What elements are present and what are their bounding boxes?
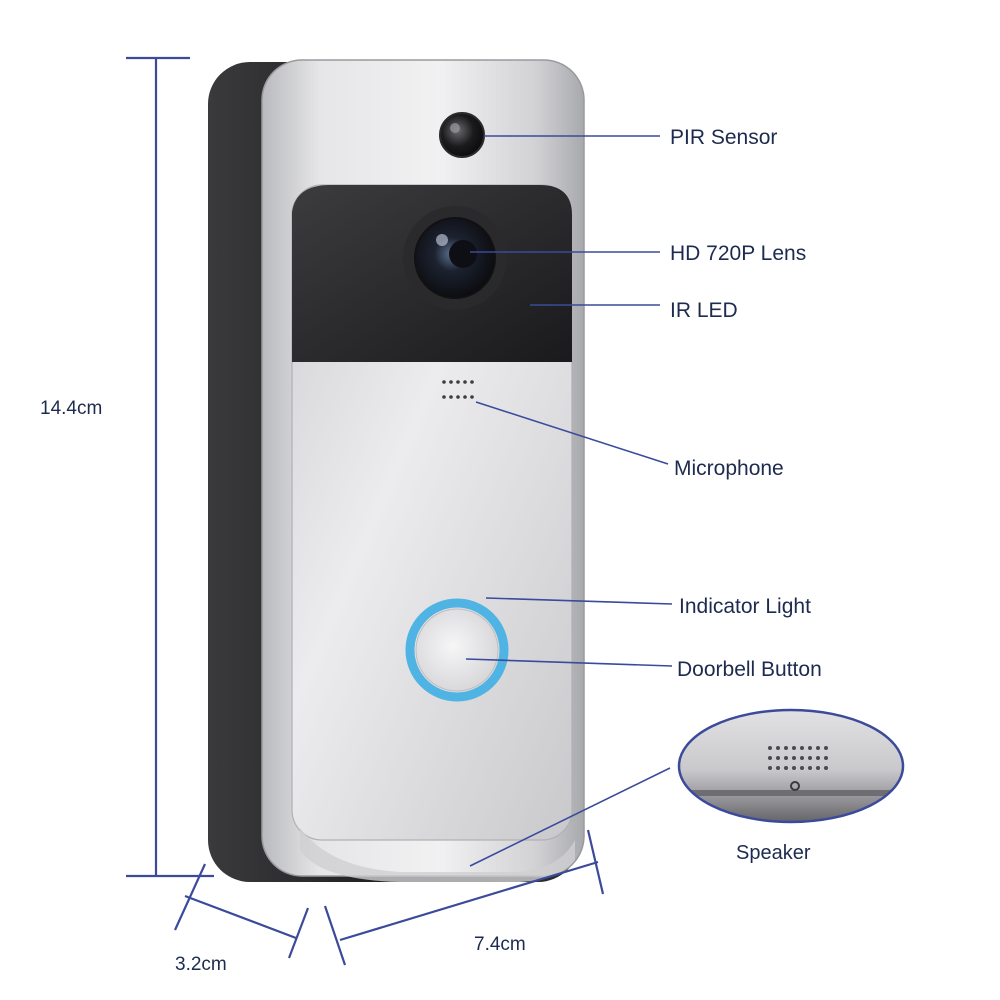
indicator-light-label: Indicator Light xyxy=(679,595,811,618)
doorbell-button-label: Doorbell Button xyxy=(677,658,822,681)
microphone-holes xyxy=(442,380,474,399)
width-dimension-label: 7.4cm xyxy=(474,934,526,955)
depth-dimension-label: 3.2cm xyxy=(175,954,227,975)
width-dimension-line xyxy=(339,860,599,942)
speaker-label: Speaker xyxy=(736,842,811,864)
callout-line-speaker xyxy=(469,767,671,867)
pir-sensor-dome xyxy=(439,112,485,158)
doorbell-device xyxy=(208,59,585,882)
height-dimension-label: 14.4cm xyxy=(40,398,102,419)
dimension-lines xyxy=(126,56,605,966)
callout-lines xyxy=(465,135,673,867)
speaker-holes xyxy=(768,746,828,770)
microphone-label: Microphone xyxy=(674,457,784,480)
bottom-edge xyxy=(300,828,575,882)
pir-sensor-label: PIR Sensor xyxy=(670,126,777,149)
depth-dimension-line xyxy=(184,894,297,940)
reset-hole xyxy=(790,781,800,791)
doorbell-button[interactable] xyxy=(415,608,499,692)
callout-line-button xyxy=(465,658,673,667)
speaker-closeup xyxy=(677,708,905,824)
callout-line-indicator xyxy=(485,597,673,605)
callout-line-microphone xyxy=(475,401,669,465)
speaker-bubble-outline xyxy=(677,708,905,824)
indicator-light-ring xyxy=(405,598,509,702)
ir-led-label: IR LED xyxy=(670,299,738,322)
hd-lens-label: HD 720P Lens xyxy=(670,242,806,265)
